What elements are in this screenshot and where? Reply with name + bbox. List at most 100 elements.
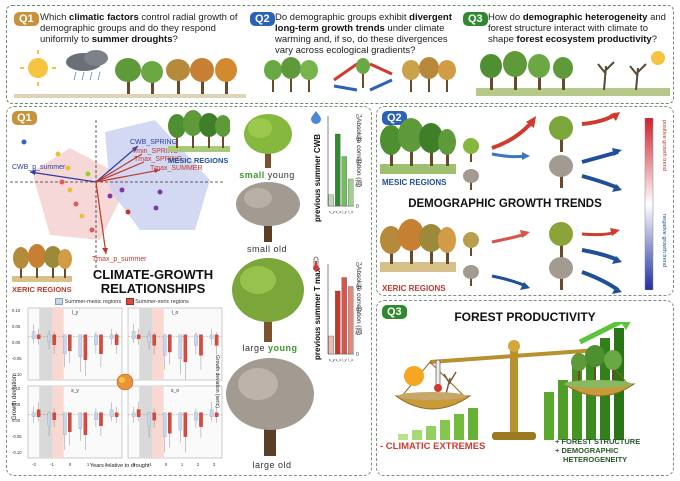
box-mesic xyxy=(209,409,214,417)
q1-text-part: Which xyxy=(40,12,70,23)
sea-ytick: -0.10 xyxy=(12,372,22,377)
sea-xtick: 1 xyxy=(181,462,184,467)
q2-text-part: under climate warming and, if so, do the… xyxy=(275,23,448,56)
panel-q3-badge: Q3 xyxy=(382,305,407,319)
xeric-hull xyxy=(32,148,130,240)
sea-legend: Summer-mesic regions Summer-xeric region… xyxy=(55,298,189,305)
tree-row-healthy xyxy=(115,58,163,94)
panel-q1 xyxy=(6,106,372,476)
forest-mesic-icon xyxy=(264,57,318,92)
bar-s_o xyxy=(335,290,341,355)
trend-gradient-bar xyxy=(644,118,654,290)
drought-year-band xyxy=(39,386,53,458)
mesic-forest-icon xyxy=(168,110,230,152)
tree-large-young-icon xyxy=(232,258,304,342)
bar-chart-xtick: l_y xyxy=(342,358,347,362)
pca-biplot xyxy=(10,120,225,270)
box-xeric xyxy=(168,412,172,434)
structure-line2: + DEMOGRAPHIC xyxy=(555,446,619,455)
sea-y2label: Growth deviation (xeric) xyxy=(214,355,220,408)
cwb-chart-title: previous summer CWB xyxy=(313,133,322,222)
structure-heterogeneity-label: + FOREST STRUCTURE + DEMOGRAPHIC HETEROG… xyxy=(555,437,640,464)
balance-scale-icon xyxy=(394,340,636,440)
pca-arrows xyxy=(29,145,161,255)
q2-illustration xyxy=(264,57,456,92)
bar-l_o xyxy=(348,178,354,207)
bar-chart-ytick: 0.2 xyxy=(356,307,362,313)
box-xeric xyxy=(114,334,119,345)
box-xeric xyxy=(214,412,219,417)
bar-chart-ytick: 0 xyxy=(356,204,359,210)
box-mesic xyxy=(194,412,198,421)
box-mesic xyxy=(163,412,167,437)
pca-label-tmax-summer: Tmax_SUMMER xyxy=(150,165,203,172)
cwb-chart-ylabel: Absolute correlation (|r|) xyxy=(355,118,362,188)
box-mesic xyxy=(131,412,136,417)
box-mesic xyxy=(78,334,83,357)
productivity-scale-illustration xyxy=(394,322,636,440)
sea-facet-label: l_o xyxy=(172,310,179,316)
q1-illustration xyxy=(14,50,246,98)
tmax-chart-ylabel: Absolute correlation (|r|) xyxy=(355,266,362,336)
sea-xtick: -3 xyxy=(32,462,36,467)
bar-chart-ytick: 0.4 xyxy=(356,114,362,120)
box-xeric xyxy=(52,412,56,420)
xeric-forest-icon xyxy=(12,244,72,282)
tree-label-small-young: small young xyxy=(239,170,295,180)
box-xeric xyxy=(183,334,188,363)
sea-ytick: 0.00 xyxy=(12,418,21,423)
sea-ytick: -0.05 xyxy=(12,434,22,439)
q3-badge: Q3 xyxy=(463,12,488,26)
sea-xtick: 3 xyxy=(133,462,136,467)
box-xeric xyxy=(52,334,56,345)
growth-trends-title: DEMOGRAPHIC GROWTH TRENDS xyxy=(408,198,602,210)
tree-label-large-young: large young xyxy=(242,343,298,353)
sun-icon xyxy=(119,377,125,383)
panel-q3 xyxy=(376,300,674,476)
forest-productivity-title: FOREST PRODUCTIVITY xyxy=(454,310,596,324)
bar-chart-ytick: 0.3 xyxy=(356,137,362,143)
sea-ytick: 0.10 xyxy=(12,386,21,391)
bar-chart-xtick: s_o xyxy=(336,358,342,362)
post-drought-band xyxy=(152,308,164,380)
q2-text-part: divergent long-term growth trends xyxy=(275,12,452,34)
q1-text-part: control radial growth of demographic gro… xyxy=(40,12,238,45)
sun-icon xyxy=(28,58,48,78)
tmax-chart-title: previous summer T max xyxy=(313,267,322,360)
bar-chart-xtick: l_o xyxy=(348,210,353,214)
pca-label-tmin-spring: Tmin_SPRING xyxy=(132,148,179,155)
box-mesic xyxy=(209,334,214,339)
box-xeric xyxy=(99,334,103,354)
q2-mesic-forest-icon xyxy=(380,118,456,174)
bar-chart-ytick: 0.1 xyxy=(356,330,362,336)
q2-mesic-trends xyxy=(463,112,622,192)
panel-q2 xyxy=(376,106,674,296)
forest-dry-icon xyxy=(597,51,665,91)
post-drought-band xyxy=(52,386,64,458)
box-mesic xyxy=(109,409,114,417)
q1-badge: Q1 xyxy=(14,12,39,26)
bar-chart-ytick: 0 xyxy=(356,352,359,358)
question-strip xyxy=(6,5,674,104)
q1-xeric-label: XERIC REGIONS xyxy=(12,285,72,294)
q3-question: How do demographic heterogeneity and for… xyxy=(488,12,668,45)
box-xeric xyxy=(68,334,72,351)
climate-growth-title: CLIMATE-GROWTH RELATIONSHIPS xyxy=(78,268,228,296)
forest-xeric-icon xyxy=(402,57,456,92)
right-pan-contents xyxy=(564,345,632,388)
sea-ytick: -0.10 xyxy=(12,450,22,455)
box-mesic xyxy=(131,331,136,339)
box-xeric xyxy=(36,334,41,339)
sea-facet-label: l_y xyxy=(72,310,79,316)
bar-l_y xyxy=(341,277,347,355)
sea-ytick: 0.00 xyxy=(12,340,21,345)
box-mesic xyxy=(63,334,67,354)
bar-s_y xyxy=(328,194,334,207)
post-drought-band xyxy=(152,386,164,458)
q2-xeric-trends xyxy=(463,222,622,294)
q1-mesic-label: MESIC REGIONS xyxy=(168,156,229,165)
box-xeric xyxy=(136,409,141,417)
q3-text-part: How do xyxy=(488,12,523,23)
